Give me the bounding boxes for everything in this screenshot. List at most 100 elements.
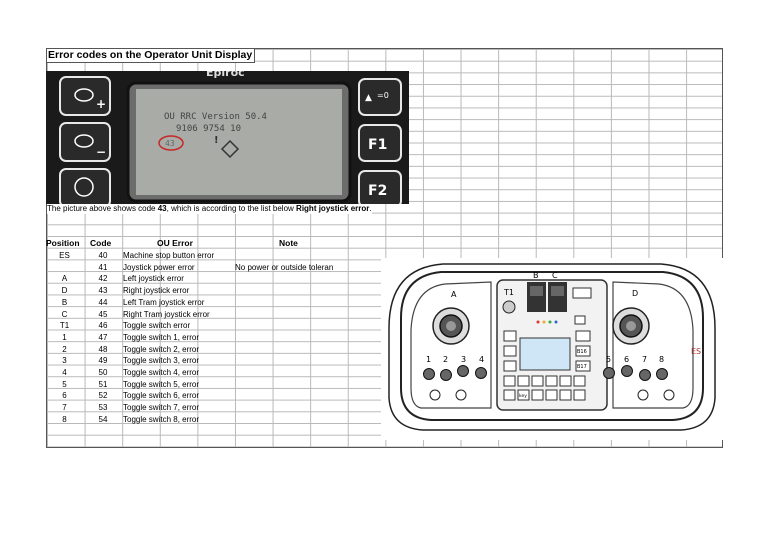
f2-button xyxy=(358,170,402,204)
svg-text:F1: F1 xyxy=(368,137,387,153)
svg-text:−: − xyxy=(96,145,106,159)
row-code: 43 xyxy=(98,286,108,296)
row-position: 6 xyxy=(62,391,67,401)
row-code: 49 xyxy=(98,356,108,366)
caption-error: Right joystick error xyxy=(296,204,370,213)
table-row: 3 49 Toggle switch 3, error xyxy=(46,355,346,367)
row-code: 40 xyxy=(98,251,108,260)
label-b: B xyxy=(533,271,539,280)
row-error: Right Tram joystick error xyxy=(123,309,210,319)
label-a: A xyxy=(451,290,457,299)
row-error: Toggle switch 8, error xyxy=(123,414,200,424)
row-position: 5 xyxy=(62,379,67,389)
row-note: No power or outside toleran xyxy=(235,262,334,272)
header-ou-error: OU Error xyxy=(157,238,193,248)
row-code: 52 xyxy=(98,391,108,401)
row-error: Left Tram joystick error xyxy=(123,297,205,307)
row-error: Toggle switch 5, error xyxy=(123,379,200,389)
row-code: 45 xyxy=(98,309,108,319)
page-title: Error codes on the Operator Unit Display xyxy=(47,49,256,63)
row-position: 3 xyxy=(62,356,67,366)
table-row: 5 51 Toggle switch 5, error xyxy=(46,379,346,391)
row-error: Toggle switch 1, error xyxy=(123,332,200,342)
row-error: Toggle switch 6, error xyxy=(123,391,200,401)
epiroc-logo: Epiroc xyxy=(206,71,245,79)
row-position: ES xyxy=(59,251,70,260)
operator-unit-photo: + − Epiroc OU RRC Version 50.4 9106 9754… xyxy=(46,71,409,204)
svg-text:+: + xyxy=(96,97,106,111)
table-row: 2 48 Toggle switch 2, error xyxy=(46,344,346,356)
caption-code: 43 xyxy=(157,204,167,213)
svg-text:=0: =0 xyxy=(377,91,389,100)
table-row: 4 50 Toggle switch 4, error xyxy=(46,367,346,379)
header-code: Code xyxy=(90,238,112,248)
function-button xyxy=(59,168,111,204)
row-position: 4 xyxy=(62,368,67,377)
caption-prefix: The picture above shows code xyxy=(47,204,158,213)
lcd-error-code-circle xyxy=(158,135,184,151)
row-error: Joystick power error xyxy=(123,262,195,272)
lock-button xyxy=(358,78,402,116)
label-5: 5 xyxy=(606,355,611,364)
controller-diagram: A D B C T1 B16 B17 xyxy=(381,258,723,440)
row-position: 7 xyxy=(62,403,67,413)
operator-unit-photo-drawing: + − Epiroc OU RRC Version 50.4 9106 9754… xyxy=(46,71,409,204)
label-d: D xyxy=(632,289,638,298)
row-error: Toggle switch 4, error xyxy=(123,368,200,377)
label-es: ES xyxy=(691,347,701,356)
label-b17: B17 xyxy=(577,364,587,370)
label-1: 1 xyxy=(426,355,431,364)
svg-text:!: ! xyxy=(214,135,219,146)
decrease-button xyxy=(59,122,111,162)
row-position: T1 xyxy=(59,321,70,331)
controller-diagram-drawing: A D B C T1 B16 B17 xyxy=(381,258,723,440)
row-position: A xyxy=(61,274,68,284)
header-position: Position xyxy=(46,238,80,248)
row-code: 46 xyxy=(98,321,108,331)
label-3: 3 xyxy=(461,355,466,364)
svg-text:key: key xyxy=(519,393,527,399)
row-position: 2 xyxy=(62,344,67,354)
label-4: 4 xyxy=(479,355,484,364)
table-row: 8 54 Toggle switch 8, error xyxy=(46,414,346,426)
label-7: 7 xyxy=(642,355,647,364)
label-c: C xyxy=(552,271,558,280)
row-position: B xyxy=(61,297,68,307)
lcd-serial-text: 9106 9754 10 xyxy=(176,124,241,134)
label-2: 2 xyxy=(443,355,448,364)
label-t1: T1 xyxy=(503,288,514,297)
caption-suffix: . xyxy=(369,204,372,213)
row-error: Toggle switch 7, error xyxy=(123,403,200,413)
increase-button xyxy=(59,76,111,116)
row-code: 42 xyxy=(98,274,108,284)
label-8: 8 xyxy=(659,355,664,364)
row-code: 51 xyxy=(98,379,108,389)
table-row: C 45 Right Tram joystick error xyxy=(46,309,346,321)
row-error: Right joystick error xyxy=(123,286,190,296)
label-b16: B16 xyxy=(577,349,587,355)
label-6: 6 xyxy=(624,355,629,364)
table-row: 6 52 Toggle switch 6, error xyxy=(46,390,346,402)
svg-text:F2: F2 xyxy=(368,183,387,199)
row-code: 48 xyxy=(98,344,108,354)
row-code: 54 xyxy=(98,414,108,424)
row-position: C xyxy=(61,309,68,319)
row-code: 50 xyxy=(98,368,108,377)
table-row: ES 40 Machine stop button error xyxy=(46,250,346,262)
row-position: 1 xyxy=(62,332,67,342)
row-position: 8 xyxy=(62,414,67,424)
caption-middle: , which is according to the list below xyxy=(166,204,297,213)
lcd-screen xyxy=(136,89,342,195)
row-error: Machine stop button error xyxy=(123,251,215,260)
row-error: Toggle switch 3, error xyxy=(123,356,200,366)
row-error: Toggle switch 2, error xyxy=(123,344,200,354)
header-note: Note xyxy=(279,238,298,248)
